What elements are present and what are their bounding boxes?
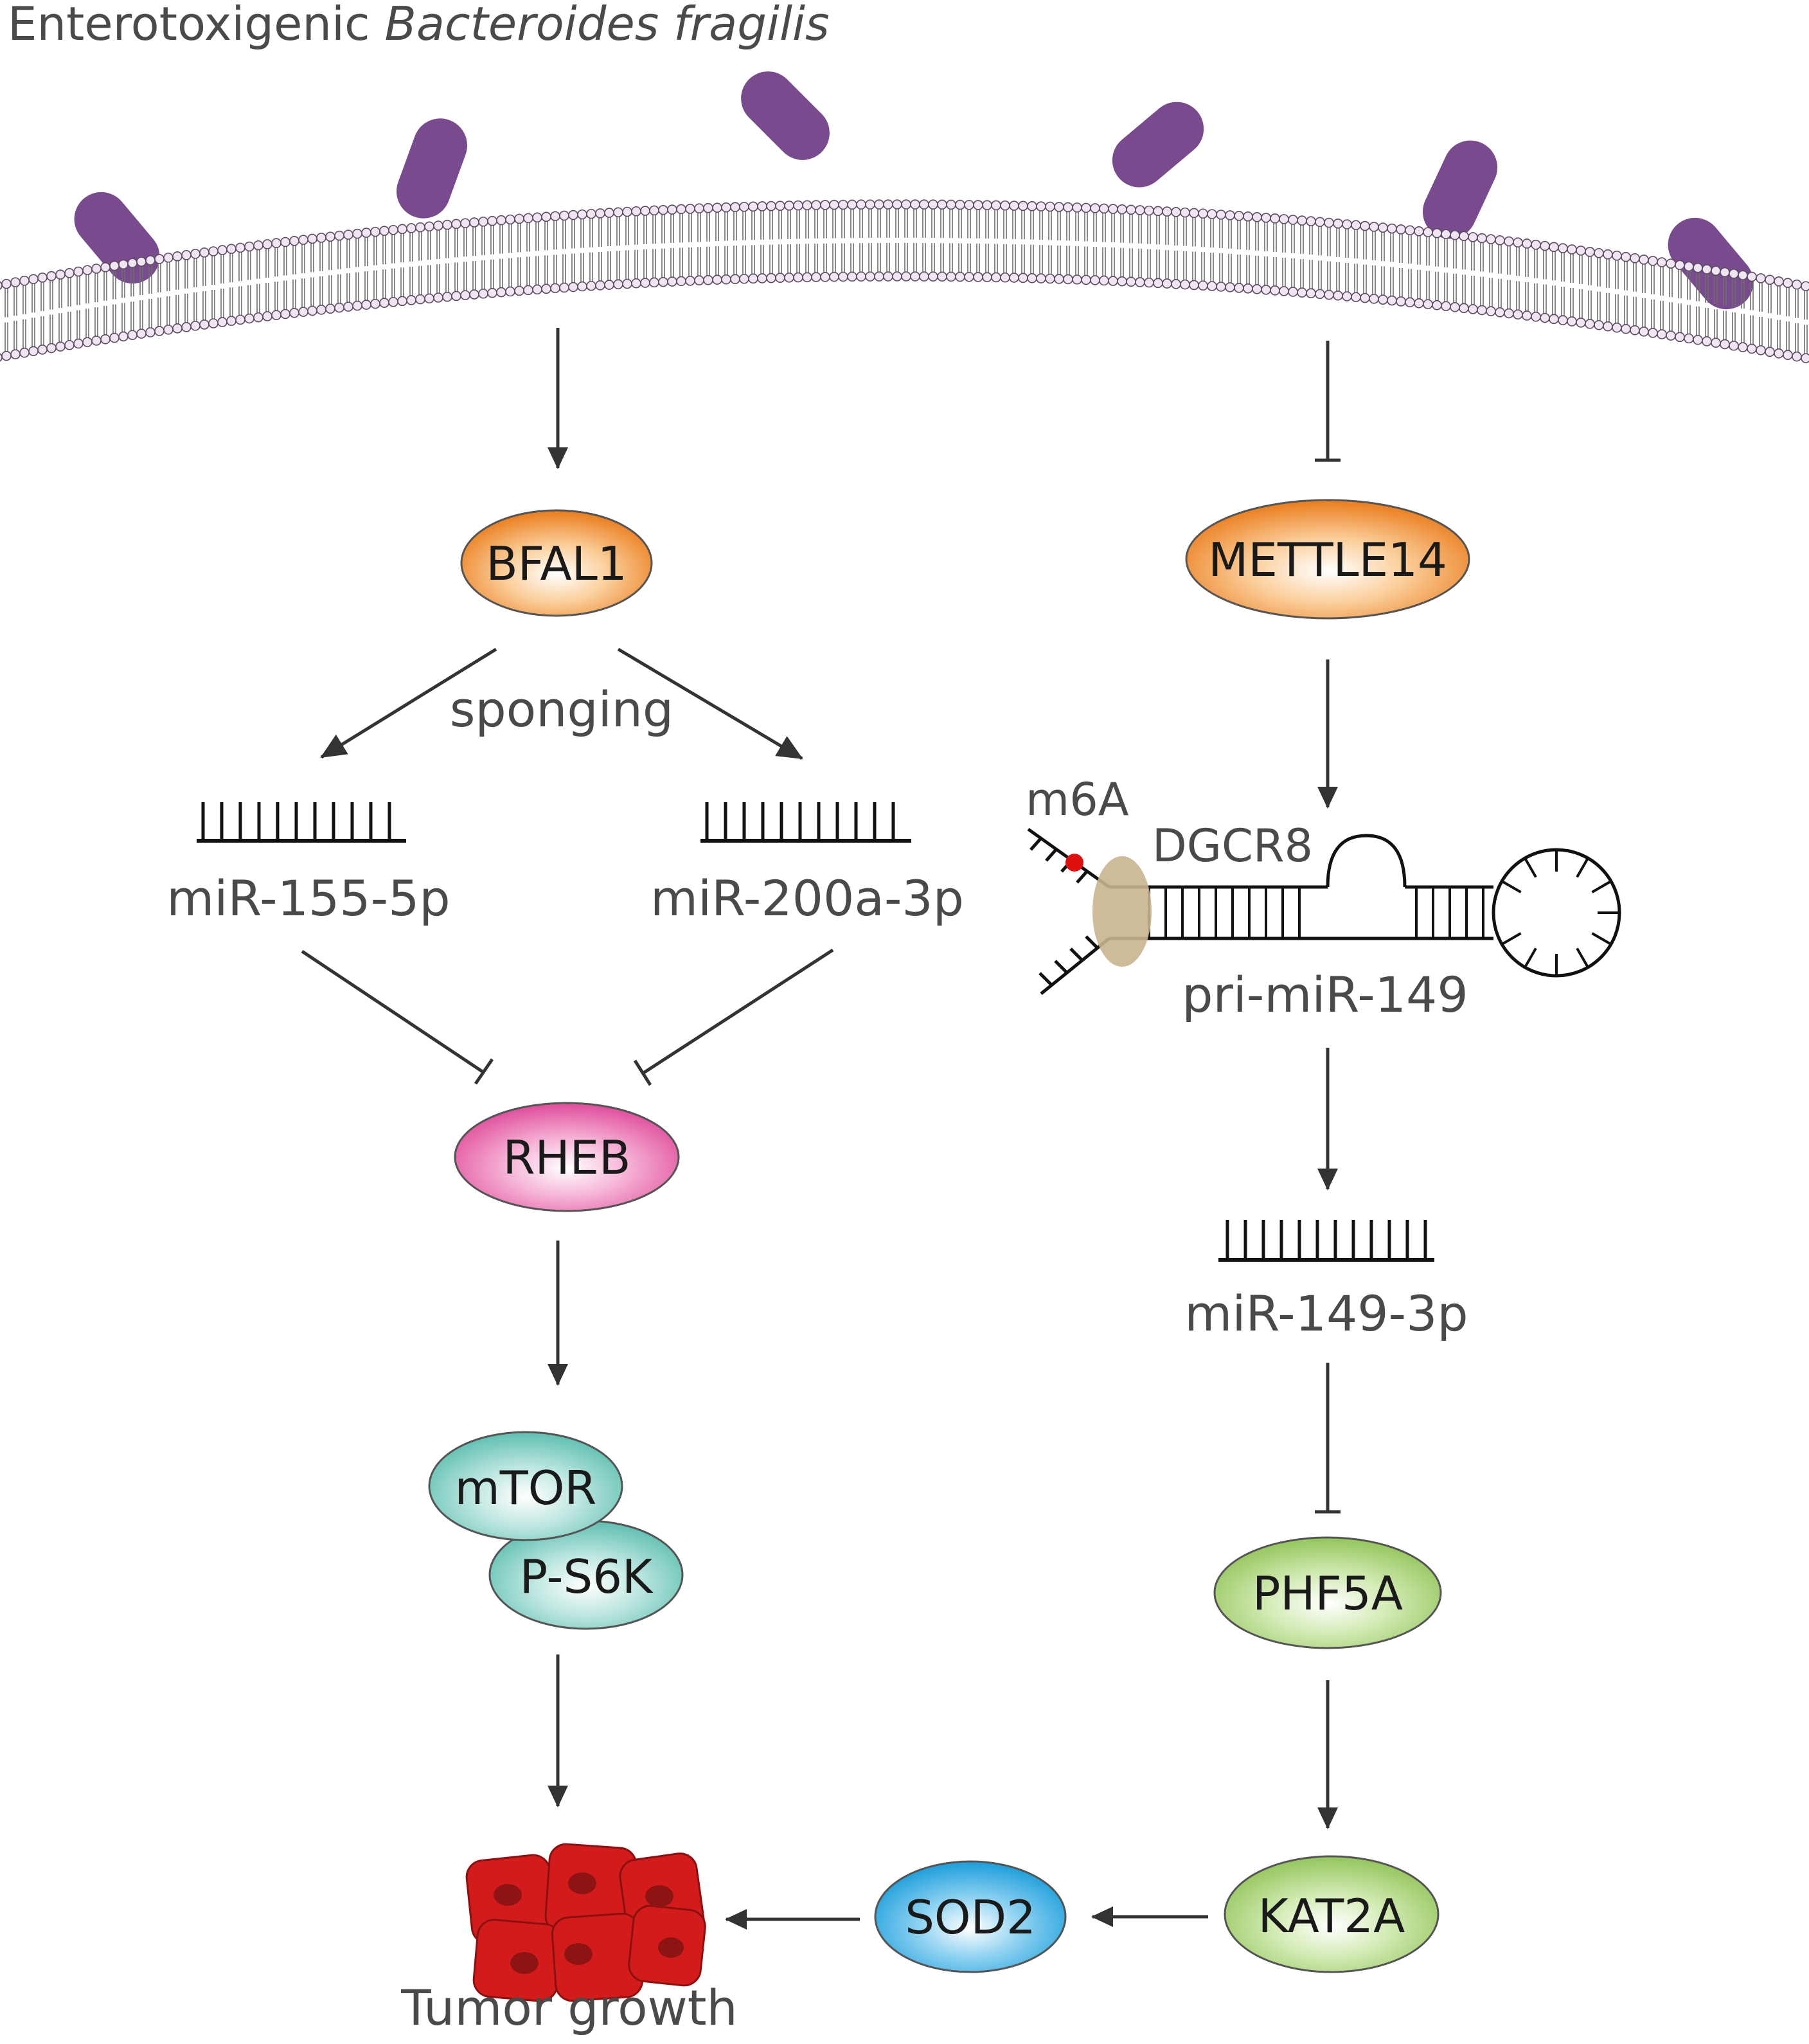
arrowhead <box>1091 1906 1113 1927</box>
arrowhead <box>1317 1807 1338 1829</box>
kat2a-label: KAT2A <box>1258 1889 1405 1943</box>
title-species: Bacteroides fragilis <box>385 0 830 51</box>
inhibit-bar <box>474 1058 494 1085</box>
sod2-label: SOD2 <box>905 1890 1036 1944</box>
bacterium <box>397 118 467 219</box>
mir155-label: miR-155-5p <box>166 870 450 927</box>
tumor-cells <box>465 1843 706 2002</box>
inhibit-mir155-to-rheb <box>301 949 485 1074</box>
bacterium <box>1422 140 1498 239</box>
rheb-label: RHEB <box>503 1131 630 1185</box>
bacteria-group <box>74 71 1754 310</box>
node-kat2a: KAT2A <box>1224 1855 1439 1973</box>
inhibit-mir200a-to-rheb <box>641 948 834 1075</box>
node-bfal1: BFAL1 <box>460 509 653 617</box>
arrowhead <box>1317 1169 1338 1190</box>
dgcr8-protein <box>1092 856 1152 967</box>
node-mtor: mTOR <box>428 1431 623 1541</box>
mir149-label: miR-149-3p <box>1184 1285 1468 1342</box>
sponging-label: sponging <box>450 681 673 738</box>
node-phf5a: PHF5A <box>1213 1536 1442 1649</box>
stem-base-pairs <box>1148 887 1484 938</box>
inhibit-bar <box>633 1059 652 1086</box>
mir200a-strand <box>700 802 911 843</box>
arrowhead <box>725 1909 747 1930</box>
arrowhead <box>548 1786 568 1807</box>
bacterium <box>1112 102 1204 188</box>
arrow-bfal1-to-mir200a <box>617 647 803 760</box>
m6a-modification-dot <box>1065 854 1083 872</box>
mir149-strand <box>1218 1220 1434 1262</box>
arrow-bfal1-to-mir155 <box>320 647 497 759</box>
title-prefix: Enterotoxigenic <box>8 0 385 51</box>
diagram-title: Enterotoxigenic Bacteroides fragilis <box>8 0 830 51</box>
bfal1-label: BFAL1 <box>486 537 627 591</box>
pri-mir149-label: pri-miR-149 <box>1182 966 1468 1023</box>
tumor-growth-label: Tumor growth <box>400 1979 737 2036</box>
mir200a-label: miR-200a-3p <box>650 870 964 927</box>
node-rheb: RHEB <box>454 1102 680 1212</box>
bacterium <box>741 71 830 160</box>
phf5a-label: PHF5A <box>1252 1566 1403 1620</box>
ps6k-label: P-S6K <box>520 1550 654 1604</box>
mtor-label: mTOR <box>455 1461 597 1515</box>
node-sod2: SOD2 <box>874 1860 1067 1973</box>
mir155-strand <box>197 802 406 843</box>
dgcr8-label: DGCR8 <box>1152 820 1313 872</box>
arrowhead <box>548 447 568 469</box>
arrowhead <box>1317 787 1338 809</box>
arrowhead <box>548 1364 568 1386</box>
node-ps6k: P-S6K <box>488 1520 684 1630</box>
node-mettl14: METTLE14 <box>1185 499 1470 620</box>
m6a-label: m6A <box>1026 773 1129 826</box>
cell-membrane <box>0 199 1809 364</box>
mettl14-label: METTLE14 <box>1208 533 1447 587</box>
loop-bases <box>1501 850 1619 976</box>
